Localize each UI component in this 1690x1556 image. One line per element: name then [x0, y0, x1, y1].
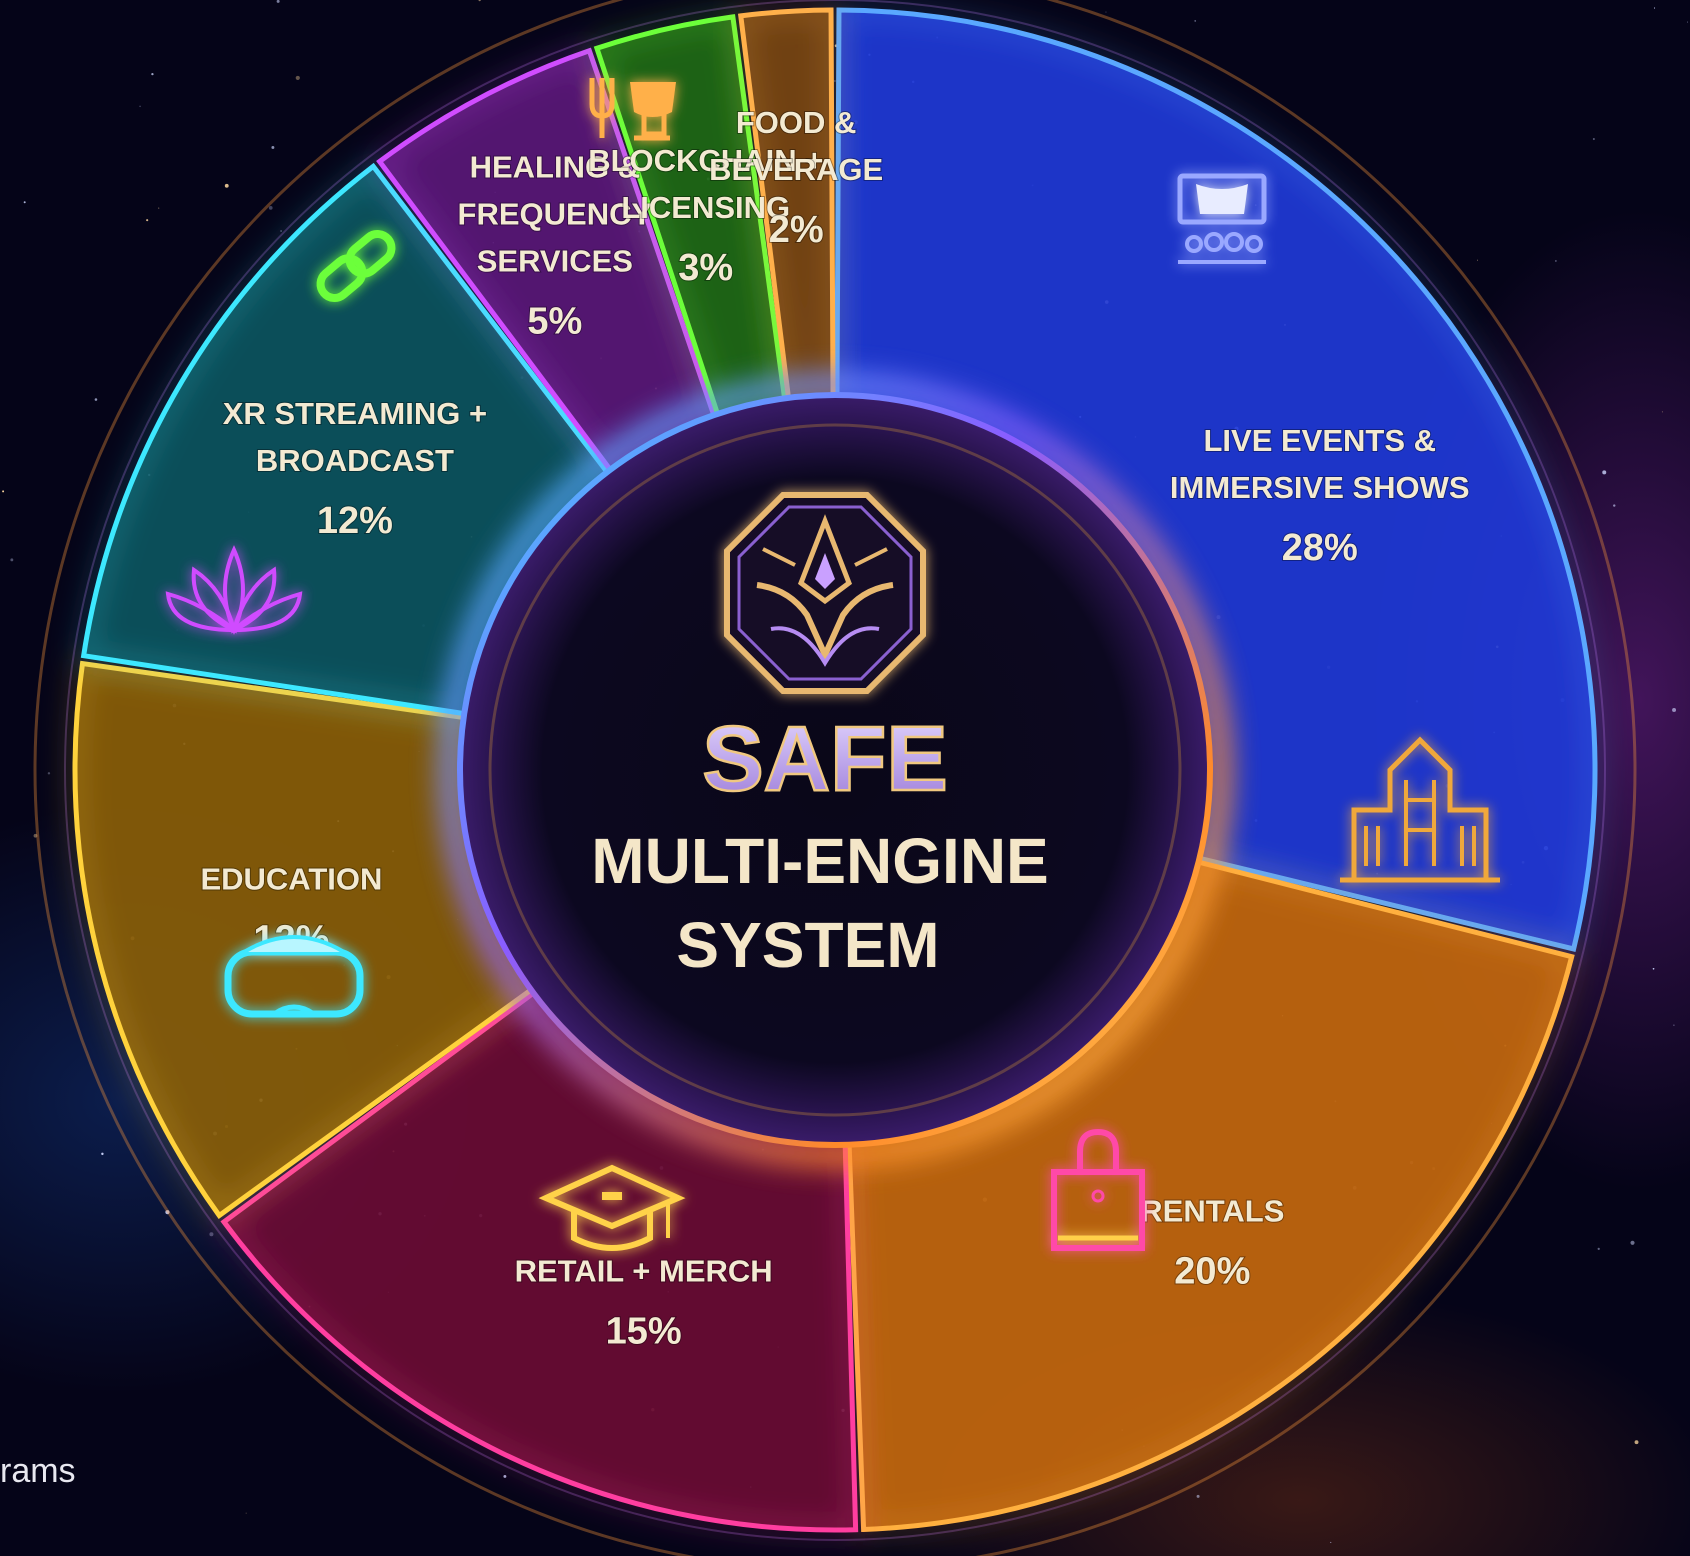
segment-label-line: IMMERSIVE SHOWS: [1170, 470, 1470, 505]
star: [2, 490, 5, 493]
segment-label-line: FOOD &: [736, 105, 857, 140]
star: [478, 0, 481, 2]
outer-orbit-glow: [33, 0, 1637, 1556]
vr-headset-icon: [224, 935, 364, 1018]
segment-label-line: RENTALS: [1140, 1193, 1284, 1228]
star: [1653, 7, 1656, 9]
center-subtitle-line1: MULTI-ENGINE: [591, 825, 1048, 897]
star: [1652, 967, 1655, 970]
donut-segment-labels: LIVE EVENTS & IMMERSIVE SHOWS 28% RENTALS 20…: [199, 104, 1470, 1354]
segment-label-line: LIVE EVENTS &: [1203, 423, 1436, 458]
segment-value-healing: 5%: [527, 300, 582, 342]
donut-segment-icons: [165, 78, 1500, 1251]
segment-value-food: 2%: [769, 209, 824, 251]
outer-orbit-glow-2: [64, 0, 1606, 1541]
segment-label-line: BEVERAGE: [709, 152, 883, 187]
star: [276, 0, 280, 3]
segment-label-line: HEALING &: [470, 149, 641, 184]
star: [94, 398, 98, 401]
star: [47, 772, 51, 775]
star: [1630, 1240, 1635, 1245]
building-icon: [1340, 736, 1500, 883]
star: [503, 1474, 507, 1478]
star: [245, 1512, 247, 1514]
segment-label-line: RETAIL + MERCH: [515, 1253, 773, 1288]
star: [1592, 138, 1595, 141]
star: [268, 206, 273, 210]
star: [1105, 11, 1107, 13]
star: [1673, 1024, 1675, 1026]
segment-label-line: SERVICES: [477, 243, 633, 278]
star: [101, 1152, 104, 1156]
fork-and-cup-icon: [589, 78, 676, 141]
star: [295, 75, 300, 81]
star: [209, 1232, 214, 1237]
shopping-bag-icon: [1051, 1128, 1145, 1251]
star: [23, 201, 26, 204]
segment-value-rentals: 20%: [1174, 1250, 1250, 1292]
segment-label-education: EDUCATION: [200, 862, 382, 897]
segment-label-food: FOOD & BEVERAGE: [709, 105, 883, 187]
star: [146, 219, 149, 222]
graduation-cap-icon: [538, 1164, 686, 1251]
star: [1477, 259, 1478, 261]
star: [224, 183, 229, 188]
star: [1330, 1541, 1332, 1544]
star: [1613, 504, 1616, 507]
safe-emblem-icon: [724, 492, 926, 694]
lotus-icon: [165, 545, 303, 635]
segment-label-blockchain: BLOCKCHAIN + LICENSING: [588, 143, 823, 225]
segment-label-rentals: RENTALS: [1140, 1193, 1284, 1228]
segment-value-blockchain: 3%: [678, 247, 733, 289]
segment-label-live-events: LIVE EVENTS & IMMERSIVE SHOWS: [1170, 423, 1470, 505]
star: [1661, 411, 1663, 413]
star: [1555, 260, 1557, 262]
star: [33, 833, 38, 838]
star: [1196, 1494, 1200, 1498]
center-hub: [439, 374, 1231, 1166]
center-hub-disc: [457, 392, 1213, 1148]
segment-label-line: EDUCATION: [200, 862, 382, 897]
star: [1194, 20, 1197, 22]
star: [139, 105, 141, 108]
center-hub-outer-glow: [439, 374, 1231, 1166]
center-hub-inner-ring: [488, 423, 1182, 1117]
star: [280, 230, 282, 232]
star: [1687, 21, 1689, 23]
segment-value-xr: 12%: [317, 500, 393, 542]
cropped-footer-text: rams: [0, 1452, 76, 1490]
segment-value-retail: 15%: [606, 1310, 682, 1352]
center-brand-title: SAFE: [702, 708, 947, 810]
segment-label-line: BROADCAST: [256, 443, 454, 478]
star: [158, 207, 160, 209]
star: [1602, 470, 1607, 475]
segment-label-retail: RETAIL + MERCH: [515, 1253, 773, 1288]
segment-label-line: LICENSING: [621, 190, 790, 225]
star: [1634, 1440, 1639, 1445]
segment-value-live-events: 28%: [1282, 527, 1358, 569]
segment-label-line: FREQUENCY: [458, 196, 653, 231]
segment-label-xr: XR STREAMING + BROADCAST: [223, 396, 487, 478]
star: [10, 558, 14, 562]
star: [271, 145, 275, 149]
segment-label-line: XR STREAMING +: [223, 396, 487, 431]
chain-link-icon: [316, 230, 396, 302]
star: [165, 1210, 170, 1215]
center-subtitle-line2: SYSTEM: [676, 909, 939, 981]
segment-label-line: BLOCKCHAIN +: [588, 143, 823, 178]
star: [1672, 707, 1677, 712]
star: [1597, 1247, 1600, 1251]
theater-stage-icon: [1177, 173, 1267, 264]
star: [151, 73, 154, 76]
segment-label-healing: HEALING & FREQUENCY SERVICES: [458, 149, 653, 278]
